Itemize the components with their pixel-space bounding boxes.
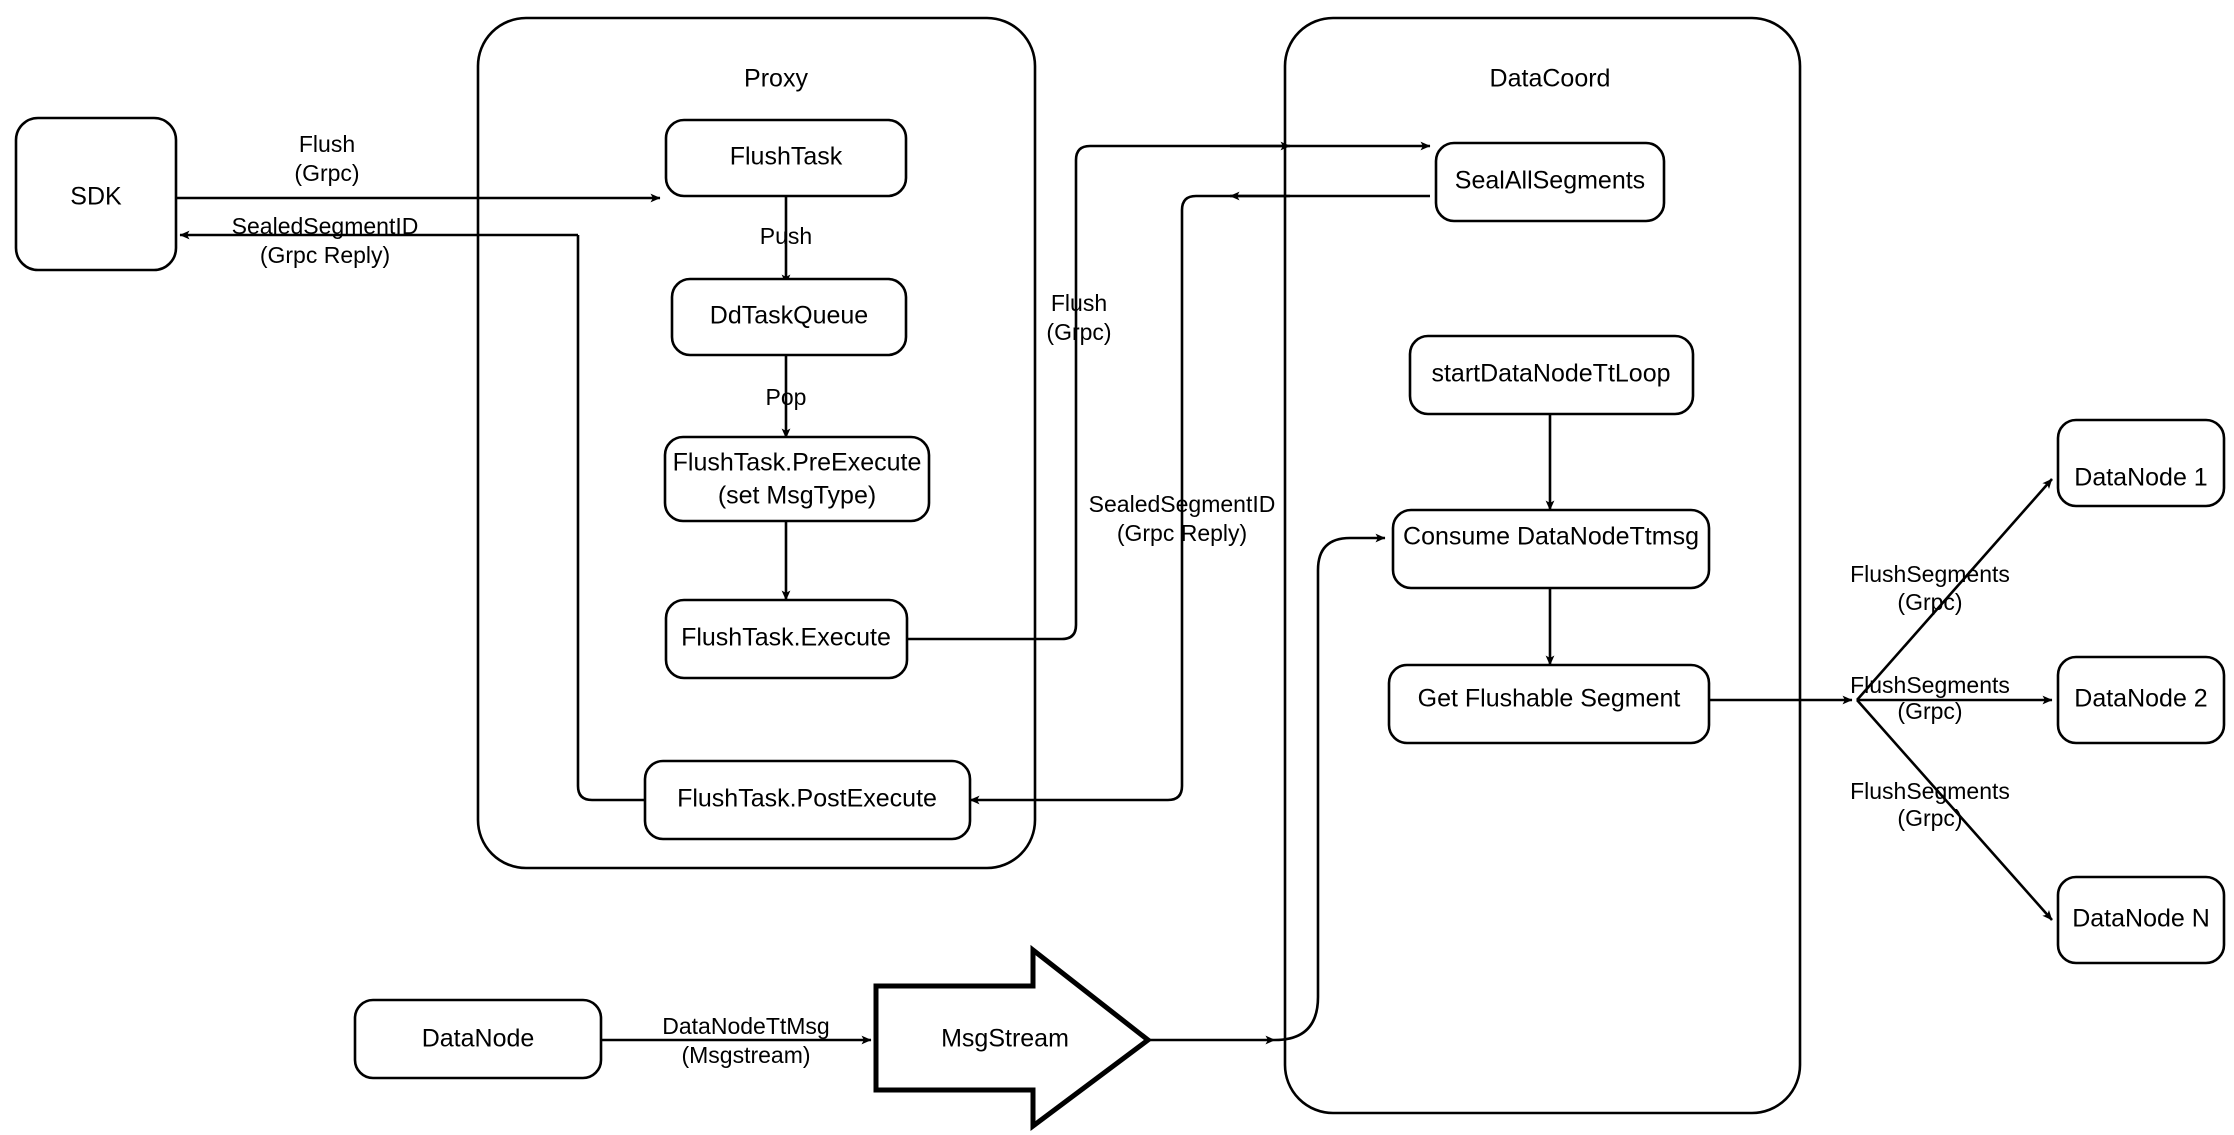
sdk-flush-label-line2: (Grpc) [294, 160, 359, 186]
container-proxy: Proxy [476, 16, 1037, 870]
edge-label-flush-segments-n: FlushSegments (Grpc) [1850, 778, 2010, 831]
datanode-bottom-label: DataNode [422, 1025, 535, 1053]
datacoord-container-outline [1283, 16, 1802, 1115]
datanode-1-box[interactable] [2056, 418, 2226, 508]
dd-task-queue-label: DdTaskQueue [710, 302, 868, 330]
edge-label-flush-segments-1: FlushSegments (Grpc) [1850, 561, 2010, 615]
edge-postexecute-return-to-sdk [576, 235, 645, 802]
container-datacoord: DataCoord [1283, 16, 1802, 1115]
flush-task-label: FlushTask [730, 143, 843, 171]
node-dd-task-queue[interactable]: DdTaskQueue [670, 277, 908, 357]
node-datanode-2[interactable]: DataNode 2 [2056, 655, 2226, 745]
preexecute-label-line1: FlushTask.PreExecute [673, 449, 922, 477]
datanode-2-label: DataNode 2 [2074, 685, 2207, 713]
node-datanode-bottom[interactable]: DataNode [353, 998, 603, 1080]
msgstream-label: MsgStream [941, 1025, 1069, 1053]
flush-grpc-label-line1: Flush [1051, 290, 1107, 316]
flush-grpc-label-line2: (Grpc) [1046, 319, 1111, 345]
sealed-reply-label-line2: (Grpc Reply) [260, 242, 390, 268]
datanode-ttmsg-line2: (Msgstream) [681, 1042, 810, 1068]
node-flushtask-postexecute[interactable]: FlushTask.PostExecute [643, 759, 972, 841]
msgstream-arrow-shape[interactable] [873, 944, 1153, 1131]
sdk-box[interactable] [14, 116, 178, 272]
start-tt-loop-box[interactable] [1408, 334, 1695, 416]
edge-execute-to-sealallsegments [907, 141, 1431, 641]
flush-task-box[interactable] [664, 118, 908, 198]
node-consume-datanode-ttmsg[interactable]: Consume DataNodeTtmsg [1391, 508, 1711, 590]
seal-all-segments-box[interactable] [1434, 141, 1666, 223]
edge-sealallsegments-to-postexecute [969, 194, 1430, 805]
edge-junction-to-datanoden [1856, 699, 2053, 921]
dd-task-queue-box[interactable] [670, 277, 908, 357]
node-flushtask-preexecute[interactable]: FlushTask.PreExecute (set MsgType) [663, 435, 931, 523]
edge-datacoord-tt-to-consume [1274, 533, 1386, 1042]
edge-label-datanode-ttmsg: DataNodeTtMsg (Msgstream) [662, 1013, 829, 1068]
edge-label-proxy-to-sdk: SealedSegmentID (Grpc Reply) [232, 213, 419, 268]
node-seal-all-segments[interactable]: SealAllSegments [1434, 141, 1666, 223]
datanode-ttmsg-line1: DataNodeTtMsg [662, 1013, 829, 1039]
edge-label-coord-to-proxy: SealedSegmentID (Grpc Reply) [1089, 491, 1276, 546]
sdk-flush-label-line1: Flush [299, 131, 355, 157]
postexecute-box[interactable] [643, 759, 972, 841]
get-flushable-segment-label: Get Flushable Segment [1418, 685, 1681, 713]
start-tt-loop-label: startDataNodeTtLoop [1431, 360, 1670, 388]
consume-ttmsg-label: Consume DataNodeTtmsg [1403, 523, 1699, 551]
datanode-2-box[interactable] [2056, 655, 2226, 745]
edge-junction-to-datanode1 [1856, 478, 2053, 701]
execute-box[interactable] [664, 598, 909, 680]
seal-all-segments-label: SealAllSegments [1455, 167, 1645, 195]
node-msgstream[interactable]: MsgStream [873, 944, 1153, 1131]
flush-segments-1-line1: FlushSegments [1850, 561, 2010, 587]
coord-reply-label-line2: (Grpc Reply) [1117, 520, 1247, 546]
node-get-flushable-segment[interactable]: Get Flushable Segment [1387, 663, 1711, 745]
edge-label-flush-segments-2: FlushSegments (Grpc) [1850, 672, 2010, 724]
flush-segments-2-line1: FlushSegments [1850, 672, 2010, 698]
flush-segments-1-line2: (Grpc) [1897, 589, 1962, 615]
preexecute-label-line2: (set MsgType) [718, 482, 876, 510]
pop-label: Pop [766, 384, 807, 410]
execute-label: FlushTask.Execute [681, 624, 891, 652]
coord-reply-label-line1: SealedSegmentID [1089, 491, 1276, 517]
node-flushtask-execute[interactable]: FlushTask.Execute [664, 598, 909, 680]
flush-segments-n-line2: (Grpc) [1897, 805, 1962, 831]
node-datanode-1[interactable]: DataNode 1 [2056, 418, 2226, 508]
push-label: Push [760, 223, 812, 249]
consume-ttmsg-box[interactable] [1391, 508, 1711, 590]
proxy-container-outline [476, 16, 1037, 870]
flush-segments-n-line1: FlushSegments [1850, 778, 2010, 804]
edge-label-sdk-to-proxy: Flush (Grpc) [294, 131, 359, 186]
node-sdk[interactable]: SDK [14, 116, 178, 272]
edge-label-proxy-to-coord: Flush (Grpc) [1046, 290, 1111, 345]
proxy-container-label: Proxy [744, 65, 808, 93]
datanode-n-box[interactable] [2056, 875, 2226, 965]
get-flushable-segment-box[interactable] [1387, 663, 1711, 745]
flush-segments-2-line2: (Grpc) [1897, 698, 1962, 724]
sdk-label: SDK [70, 183, 122, 211]
datanode-bottom-box[interactable] [353, 998, 603, 1080]
node-datanode-n[interactable]: DataNode N [2056, 875, 2226, 965]
sealed-reply-label-line1: SealedSegmentID [232, 213, 419, 239]
preexecute-box[interactable] [663, 435, 931, 523]
datanode-1-label: DataNode 1 [2074, 464, 2207, 492]
node-flush-task[interactable]: FlushTask [664, 118, 908, 198]
datacoord-container-label: DataCoord [1490, 65, 1611, 93]
node-start-datanode-tt-loop[interactable]: startDataNodeTtLoop [1408, 334, 1695, 416]
datanode-n-label: DataNode N [2072, 905, 2210, 933]
postexecute-label: FlushTask.PostExecute [677, 785, 937, 813]
